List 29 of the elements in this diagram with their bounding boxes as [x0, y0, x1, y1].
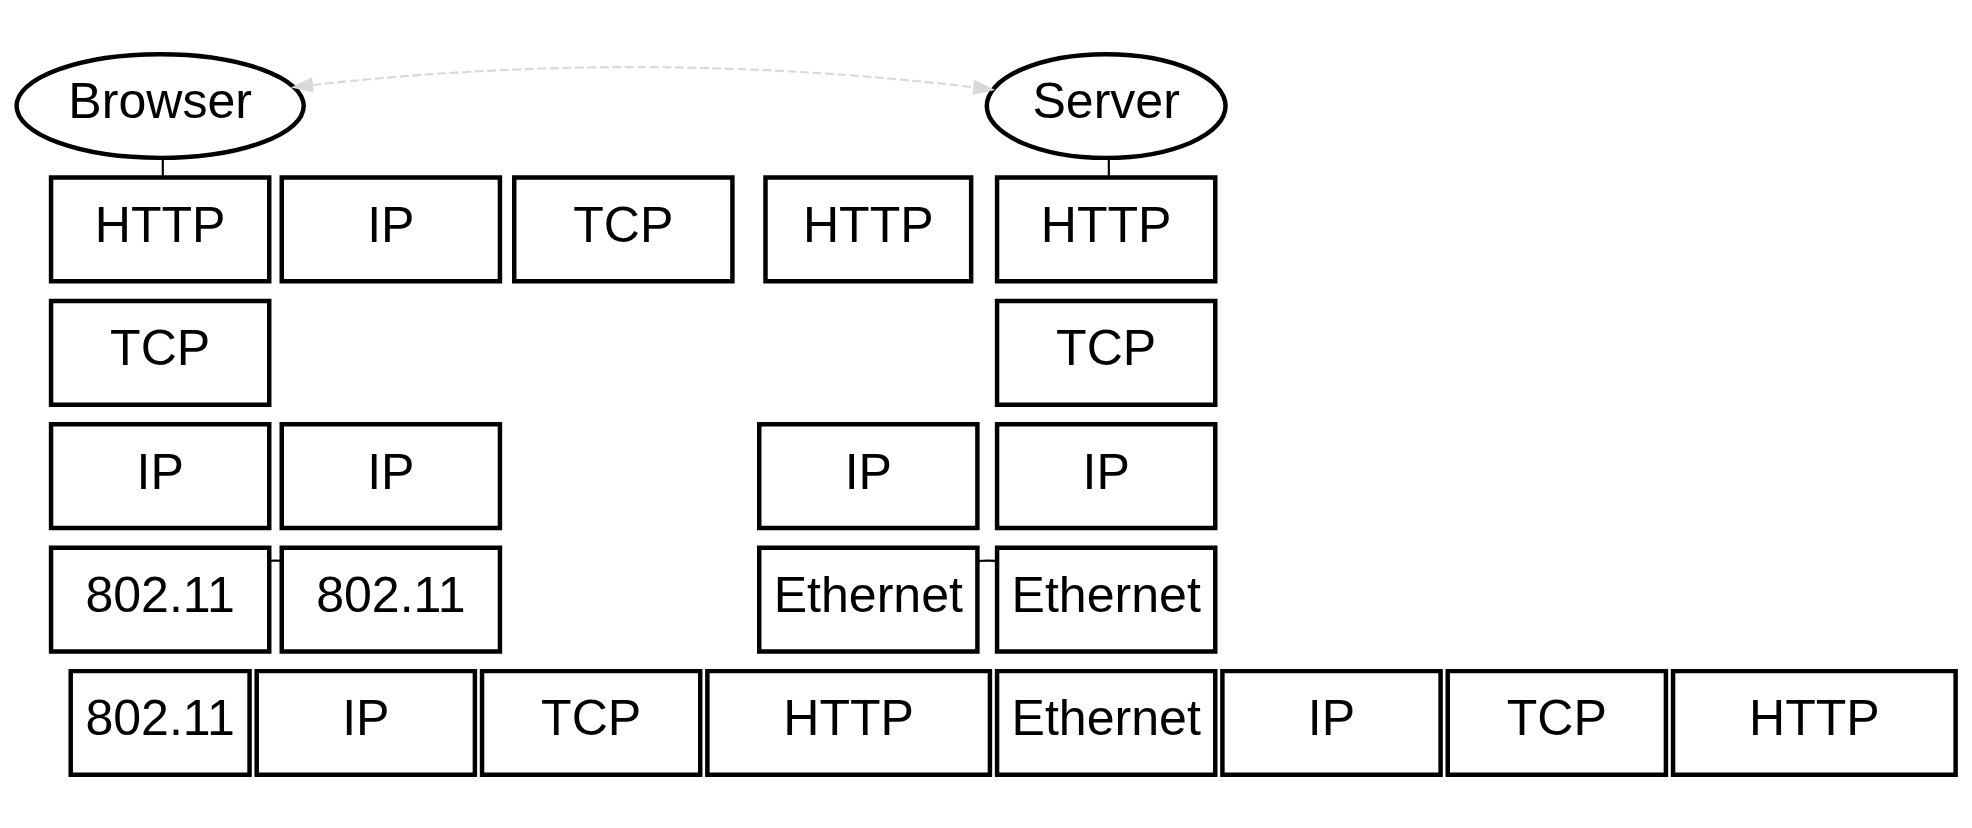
node-box: IP — [279, 421, 503, 530]
node-box: HTTP — [48, 174, 272, 283]
node-ellipse: Browser — [14, 51, 306, 160]
node-box: Ethernet — [994, 668, 1218, 777]
node-box: 802.11 — [48, 545, 272, 654]
node-box: TCP — [48, 298, 272, 407]
node-box: HTTP — [994, 174, 1218, 283]
node-ellipse: Server — [984, 51, 1228, 160]
node-box: IP — [254, 668, 478, 777]
node-box: IP — [279, 174, 503, 283]
node-box: TCP — [512, 174, 735, 283]
node-box: TCP — [994, 298, 1218, 407]
node-box: Ethernet — [994, 545, 1218, 654]
node-box: 802.11 — [68, 668, 252, 777]
node-box: 802.11 — [279, 545, 503, 654]
node-box: TCP — [479, 668, 703, 777]
node-box: IP — [757, 421, 980, 530]
node-box: IP — [1220, 668, 1443, 777]
connector — [977, 559, 997, 562]
node-box: TCP — [1445, 668, 1669, 777]
node-box: IP — [48, 421, 272, 530]
node-box: HTTP — [1670, 668, 1958, 777]
node-box: HTTP — [705, 668, 993, 777]
node-box: Ethernet — [757, 545, 980, 654]
arrow — [290, 65, 996, 95]
node-box: IP — [994, 421, 1218, 530]
connector — [161, 157, 164, 177]
node-box: HTTP — [763, 174, 974, 283]
connector — [1107, 157, 1110, 177]
